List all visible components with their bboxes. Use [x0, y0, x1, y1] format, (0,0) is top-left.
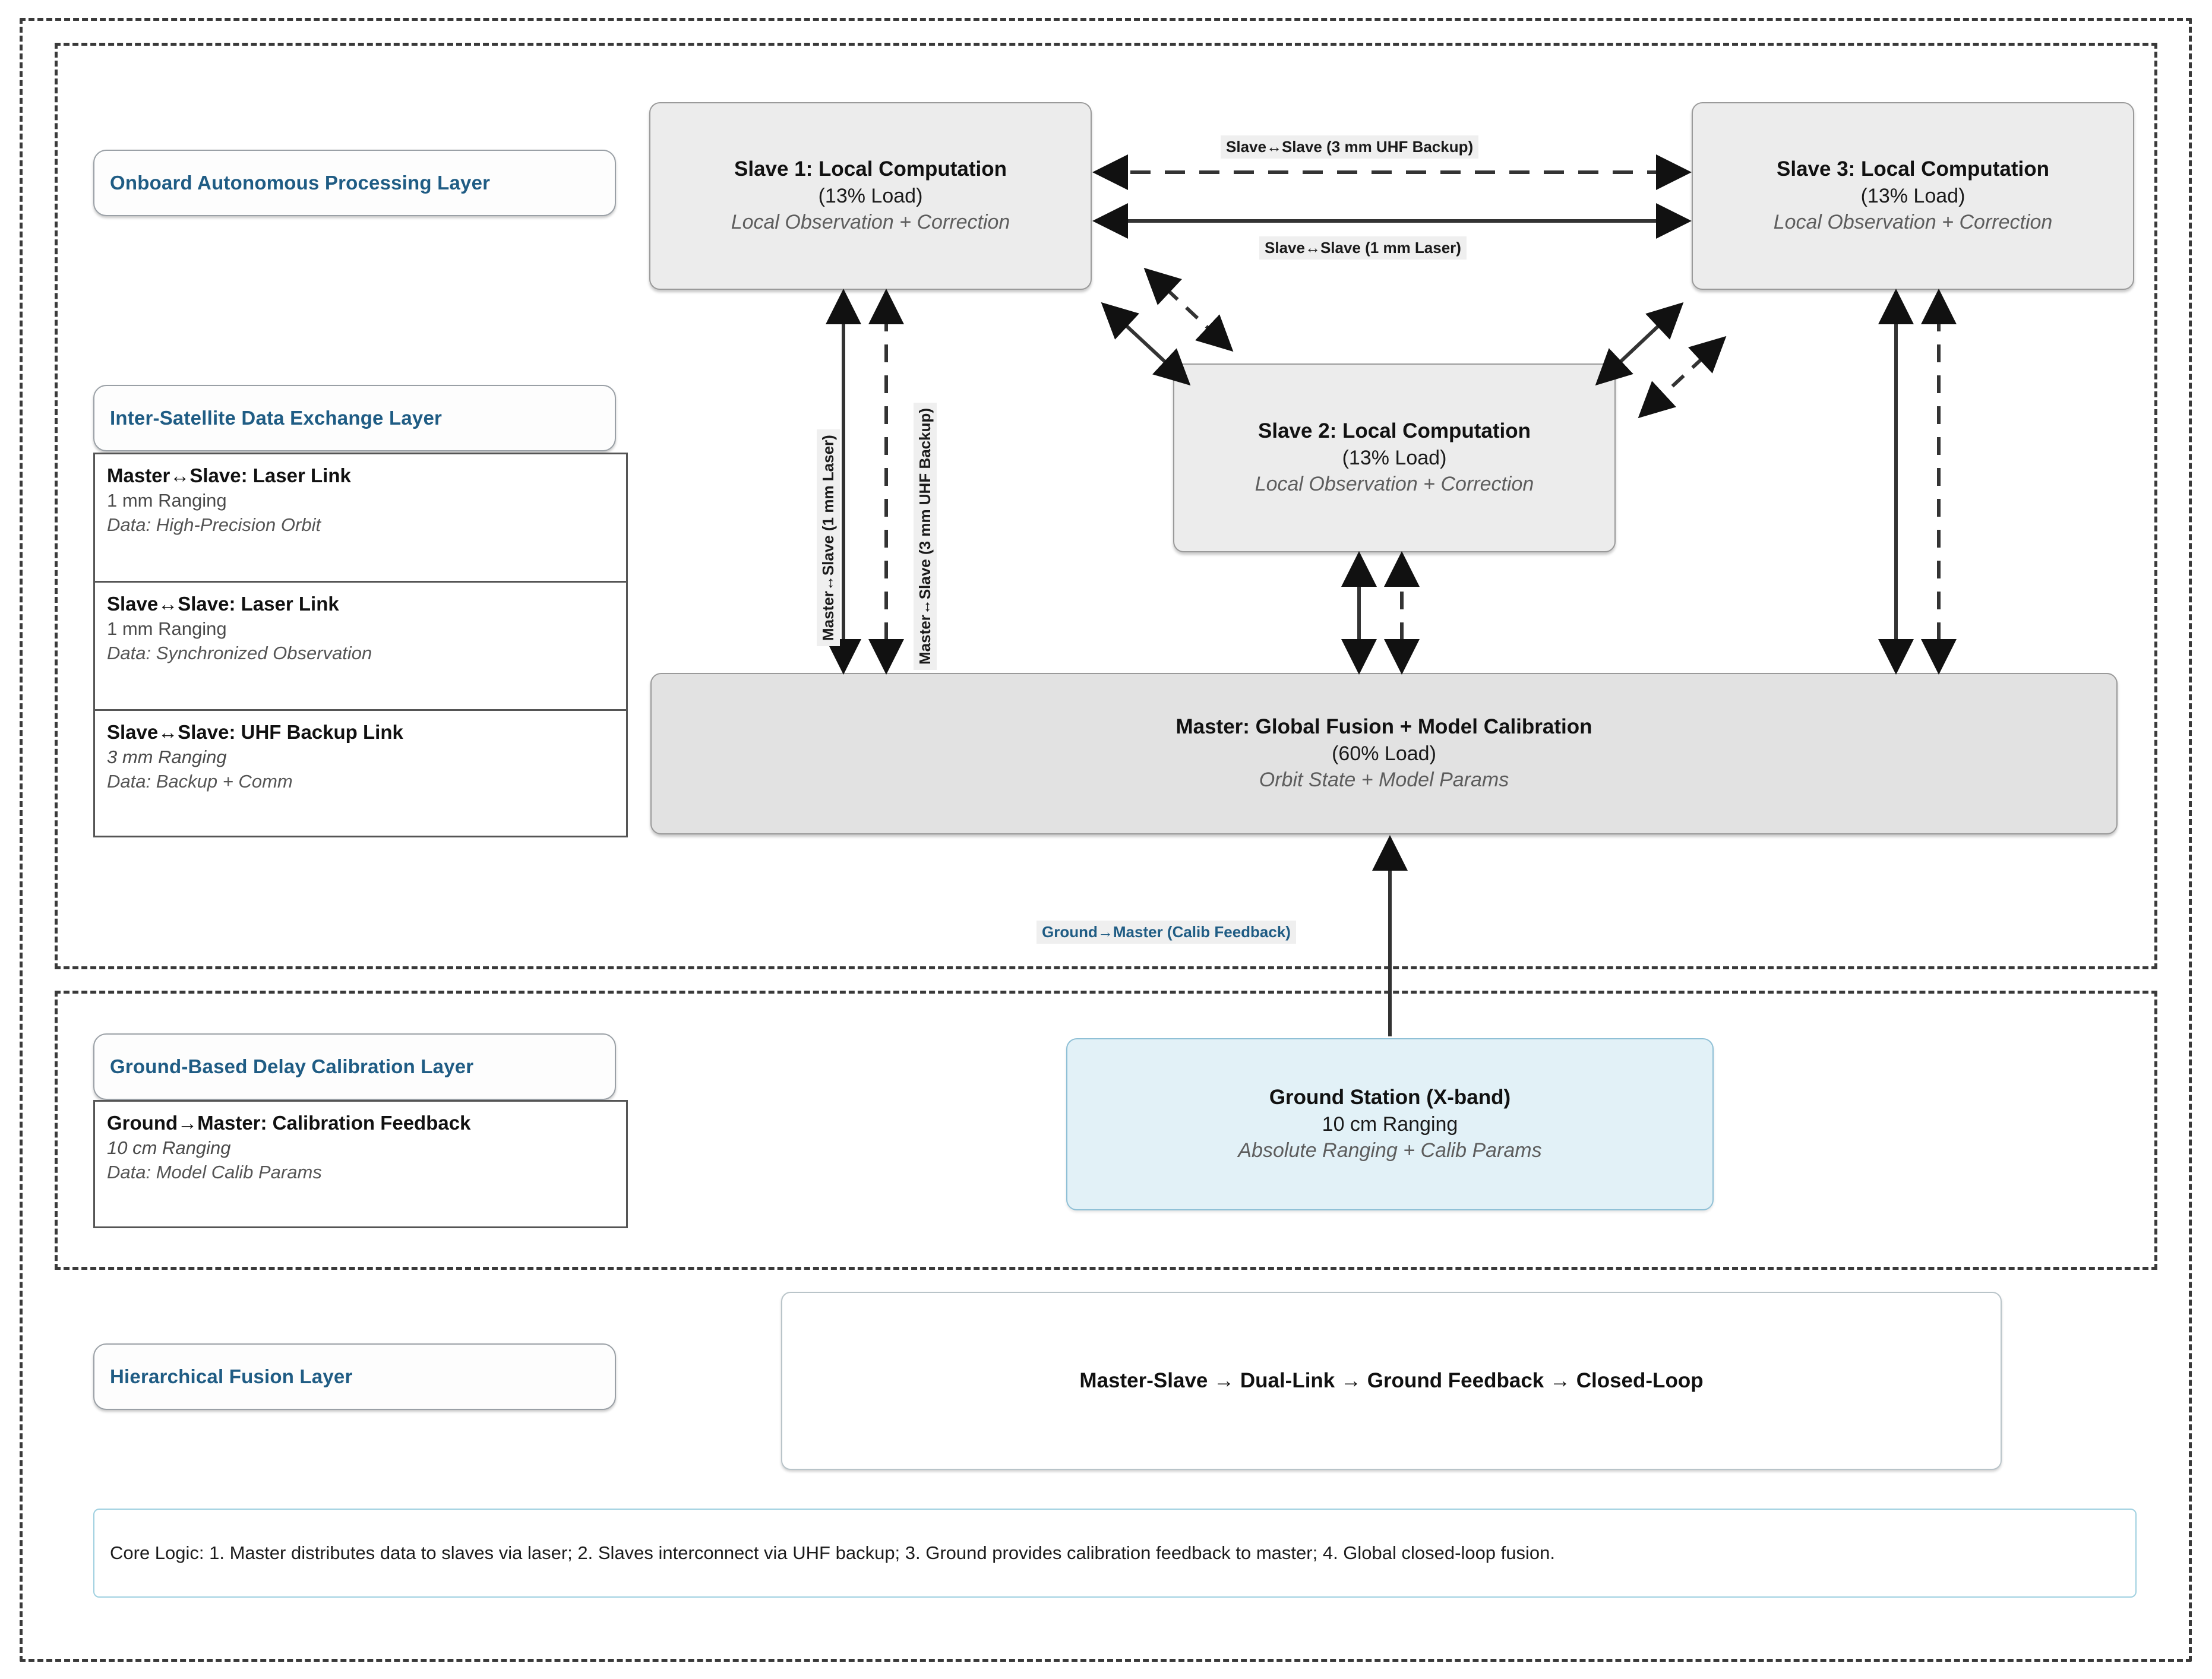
node-master[interactable]: Master: Global Fusion + Model Calibratio… [650, 673, 2118, 834]
layer-title-ground: Ground-Based Delay Calibration Layer [110, 1055, 474, 1077]
edge-label-master-slave-laser: Master↔Slave (1 mm Laser) [817, 429, 840, 646]
edge-label-slave-slave-uhf: Slave↔Slave (3 mm UHF Backup) [1221, 135, 1479, 159]
layer-title-onboard: Onboard Autonomous Processing Layer [110, 172, 491, 194]
legend-row: Slave↔Slave: UHF Backup Link 3 mm Rangin… [95, 711, 626, 839]
zone-ground [55, 991, 2157, 1270]
node-title: Slave 3: Local Computation [1777, 157, 2049, 181]
legend-data: Data: Synchronized Observation [107, 643, 372, 664]
layer-badge-exchange: Inter-Satellite Data Exchange Layer [93, 385, 616, 451]
flow-chain-label: Master-Slave → Dual-Link → Ground Feedba… [1079, 1369, 1704, 1392]
legend-title: Slave↔Slave: Laser Link [107, 593, 339, 615]
node-role: Absolute Ranging + Calib Params [1238, 1139, 1542, 1162]
outer-frame [20, 18, 2192, 1662]
node-slave-3[interactable]: Slave 3: Local Computation (13% Load) Lo… [1692, 102, 2134, 290]
legend-title: Master↔Slave: Laser Link [107, 464, 351, 486]
node-title: Slave 1: Local Computation [734, 157, 1007, 181]
core-logic-text: Core Logic: 1. Master distributes data t… [110, 1542, 1556, 1563]
legend-row: Master↔Slave: Laser Link 1 mm Ranging Da… [95, 454, 626, 583]
legend-rate: 1 mm Ranging [107, 490, 227, 511]
legend-rate: 1 mm Ranging [107, 618, 227, 640]
node-role: Local Observation + Correction [1254, 473, 1534, 496]
edge-label-slave-slave-laser: Slave↔Slave (1 mm Laser) [1259, 236, 1467, 260]
layer-title-fusion: Hierarchical Fusion Layer [110, 1365, 353, 1387]
legend-title: Ground→Master: Calibration Feedback [107, 1112, 471, 1134]
legend-data: Data: Model Calib Params [107, 1162, 322, 1183]
legend-inter-satellite: Master↔Slave: Laser Link 1 mm Ranging Da… [93, 453, 628, 837]
node-title: Master: Global Fusion + Model Calibratio… [1175, 715, 1592, 739]
flow-chain-box: Master-Slave → Dual-Link → Ground Feedba… [781, 1292, 2002, 1470]
legend-row: Slave↔Slave: Laser Link 1 mm Ranging Dat… [95, 583, 626, 711]
layer-badge-ground: Ground-Based Delay Calibration Layer [93, 1033, 616, 1100]
layer-badge-onboard: Onboard Autonomous Processing Layer [93, 150, 616, 216]
node-slave-1[interactable]: Slave 1: Local Computation (13% Load) Lo… [649, 102, 1092, 290]
node-load: (13% Load) [1860, 185, 1965, 208]
node-load: (13% Load) [818, 185, 923, 208]
legend-data: Data: High-Precision Orbit [107, 514, 321, 536]
zone-onboard [55, 43, 2157, 969]
node-load: (60% Load) [1332, 742, 1436, 766]
legend-row: Ground→Master: Calibration Feedback 10 c… [95, 1102, 626, 1226]
node-title: Ground Station (X-band) [1269, 1086, 1511, 1109]
legend-title: Slave↔Slave: UHF Backup Link [107, 721, 403, 743]
legend-data: Data: Backup + Comm [107, 771, 293, 792]
legend-rate: 3 mm Ranging [107, 747, 227, 768]
edge-label-master-slave-uhf: Master↔Slave (3 mm UHF Backup) [914, 402, 937, 670]
node-role: Local Observation + Correction [731, 211, 1010, 234]
layer-title-exchange: Inter-Satellite Data Exchange Layer [110, 407, 443, 429]
node-role: Local Observation + Correction [1773, 211, 2053, 234]
node-load: (13% Load) [1342, 447, 1447, 470]
node-ground-station[interactable]: Ground Station (X-band) 10 cm Ranging Ab… [1066, 1038, 1714, 1210]
edge-label-ground-master: Ground→Master (Calib Feedback) [1037, 921, 1296, 944]
core-logic-box: Core Logic: 1. Master distributes data t… [93, 1509, 2137, 1598]
node-load: 10 cm Ranging [1322, 1113, 1458, 1136]
legend-ground-calibration: Ground→Master: Calibration Feedback 10 c… [93, 1100, 628, 1228]
layer-badge-fusion: Hierarchical Fusion Layer [93, 1343, 616, 1410]
legend-rate: 10 cm Ranging [107, 1137, 231, 1159]
node-title: Slave 2: Local Computation [1258, 419, 1531, 443]
node-role: Orbit State + Model Params [1259, 769, 1509, 792]
node-slave-2[interactable]: Slave 2: Local Computation (13% Load) Lo… [1173, 363, 1616, 552]
